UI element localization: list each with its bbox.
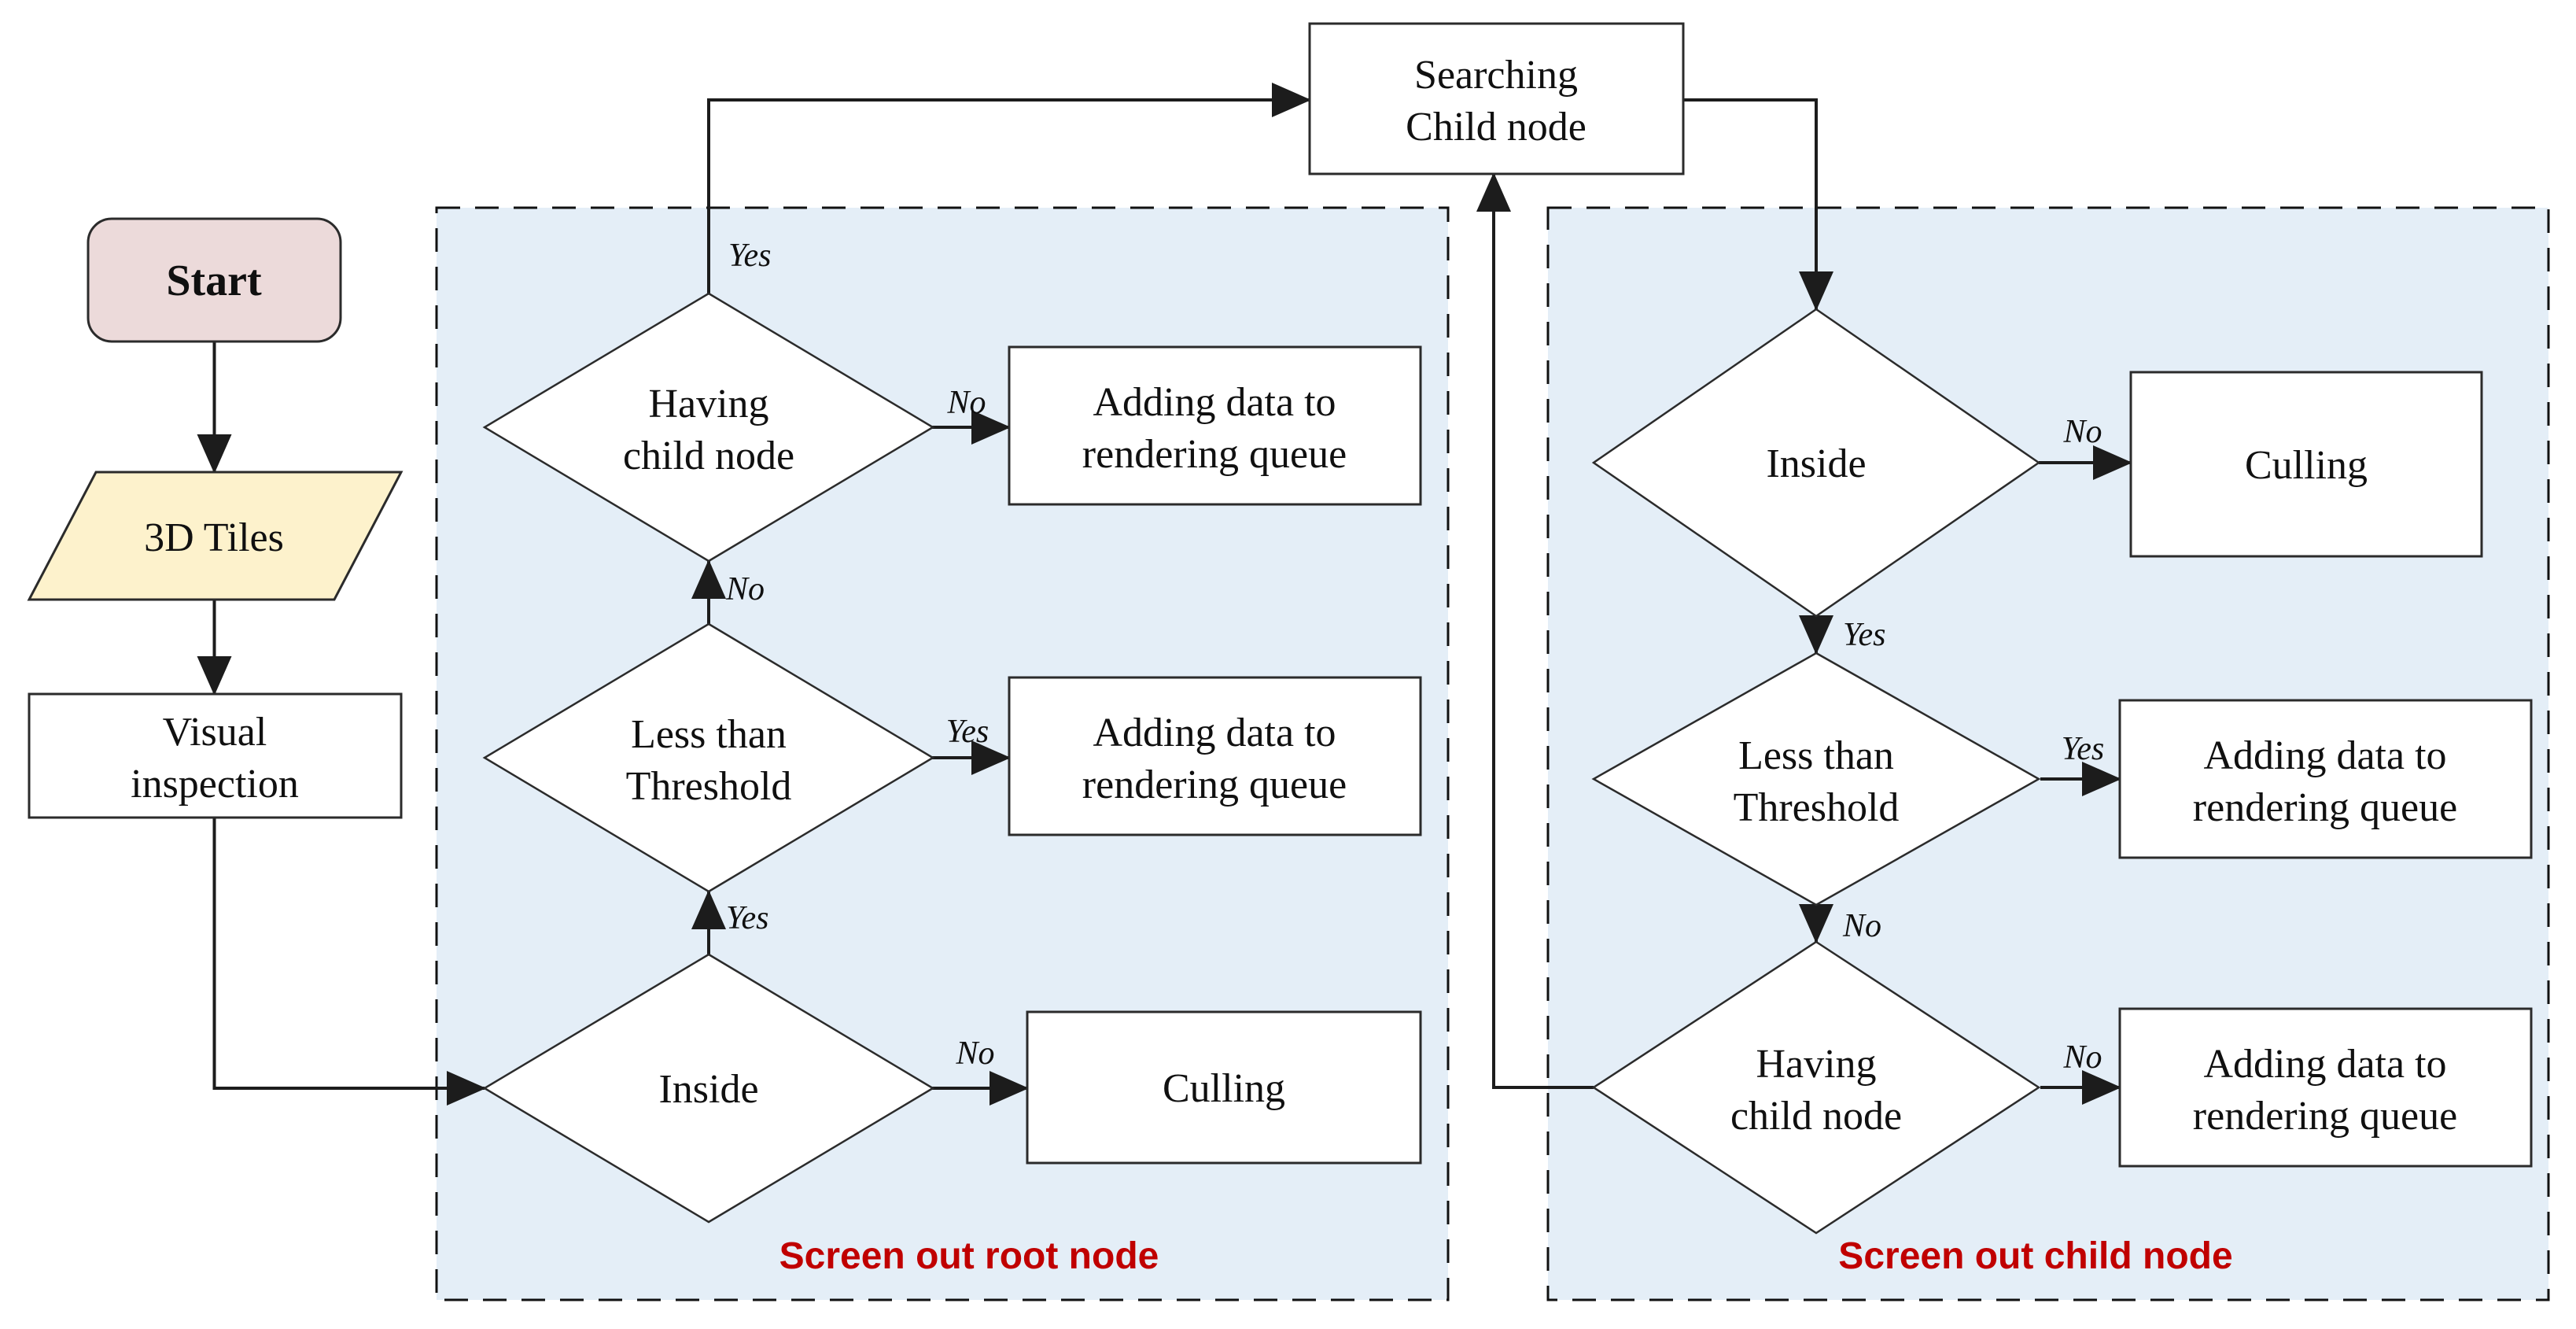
less-root-shape — [482, 622, 935, 893]
adding-data-child-2: Adding data to rendering queue — [2118, 699, 2533, 859]
adding-child-2-line2: rendering queue — [2193, 785, 2457, 830]
adding-data-child-3: Adding data to rendering queue — [2118, 1007, 2533, 1168]
less-child-line1: Less than — [1738, 733, 1894, 778]
adding-root-2-line2: rendering queue — [1082, 762, 1347, 807]
label-inside-root-yes: Yes — [726, 900, 769, 936]
label-less-root-no: No — [725, 571, 765, 607]
visual-inspection-shape — [28, 692, 403, 819]
having-child-line1: Having — [1756, 1042, 1876, 1087]
adding-child-2-shape — [2118, 699, 2533, 859]
label-inside-child-yes: Yes — [1843, 617, 1886, 653]
culling-root-label: Culling — [1163, 1066, 1285, 1111]
start-node: Start — [87, 217, 342, 343]
label-having-root-yes: Yes — [728, 238, 772, 274]
inside-child-shape — [1591, 308, 2041, 618]
root-panel-caption: Screen out root node — [779, 1235, 1159, 1277]
searching-shape — [1308, 22, 1685, 175]
culling-child-label: Culling — [2245, 443, 2368, 488]
having-root-line1: Having — [648, 382, 768, 426]
adding-root-2-shape — [1008, 676, 1422, 836]
label-inside-child-no: No — [2062, 414, 2102, 450]
inside-child: Inside — [1591, 308, 2041, 618]
searching-line1: Searching — [1414, 53, 1578, 98]
having-child-shape — [1591, 940, 2041, 1235]
less-than-threshold-child: Less than Threshold — [1591, 652, 2041, 906]
inside-root-label: Inside — [658, 1067, 758, 1112]
adding-data-root-2: Adding data to rendering queue — [1008, 676, 1422, 836]
adding-data-root-1: Adding data to rendering queue — [1008, 345, 1422, 506]
label-less-root-yes: Yes — [946, 714, 989, 750]
label-inside-root-no: No — [955, 1036, 994, 1072]
culling-root: Culling — [1026, 1010, 1422, 1165]
having-child-node-root: Having child node — [482, 292, 935, 563]
label-having-child-no: No — [2062, 1039, 2102, 1076]
inside-child-label: Inside — [1766, 441, 1866, 486]
child-panel-caption: Screen out child node — [1838, 1235, 2232, 1277]
edge-visual-to-inside-root — [212, 818, 486, 1106]
having-child-node-child: Having child node — [1591, 940, 2041, 1235]
visual-inspection-node: Visual inspection — [28, 692, 403, 819]
adding-child-3-line1: Adding data to — [2203, 1042, 2446, 1087]
culling-child: Culling — [2129, 371, 2483, 558]
searching-line2: Child node — [1406, 105, 1587, 150]
adding-child-2-line1: Adding data to — [2203, 733, 2446, 778]
visual-inspection-line2: inspection — [131, 762, 299, 807]
searching-child-node: Searching Child node — [1308, 22, 1685, 175]
culling-root-shape — [1026, 1010, 1422, 1165]
label-less-child-no: No — [1842, 908, 1881, 944]
3d-tiles-node: 3D Tiles — [27, 471, 404, 601]
less-child-line2: Threshold — [1734, 785, 1900, 830]
adding-child-3-shape — [2118, 1007, 2533, 1168]
having-child-line2: child node — [1730, 1094, 1902, 1139]
edge-having-root-yes-to-searching — [707, 83, 1311, 293]
visual-inspection-line1: Visual — [163, 710, 267, 755]
adding-child-3-line2: rendering queue — [2193, 1094, 2457, 1139]
culling-child-shape — [2129, 371, 2483, 558]
adding-root-2-line1: Adding data to — [1093, 711, 1336, 755]
3d-tiles-label: 3D Tiles — [144, 515, 284, 560]
less-root-line2: Threshold — [626, 764, 792, 809]
label-having-root-no: No — [946, 385, 986, 421]
start-label: Start — [166, 257, 262, 305]
edge-searching-to-inside-child — [1683, 98, 1833, 311]
3d-tiles-shape — [27, 471, 404, 601]
less-root-line1: Less than — [631, 712, 787, 757]
less-child-shape — [1591, 652, 2041, 906]
less-than-threshold-root: Less than Threshold — [482, 622, 935, 893]
label-less-child-yes: Yes — [2062, 731, 2105, 767]
having-root-line2: child node — [623, 434, 794, 478]
edge-labels: Yes No No Yes Yes No No Yes Yes No No — [725, 238, 2104, 1076]
adding-root-1-line1: Adding data to — [1093, 380, 1336, 425]
edge-having-child-back-to-searching — [1476, 172, 1594, 1089]
inside-root: Inside — [482, 953, 935, 1224]
connectors — [197, 83, 2132, 1106]
inside-root-shape — [482, 953, 935, 1224]
start-shape — [87, 217, 342, 343]
adding-root-1-shape — [1008, 345, 1422, 506]
having-root-shape — [482, 292, 935, 563]
adding-root-1-line2: rendering queue — [1082, 432, 1347, 477]
